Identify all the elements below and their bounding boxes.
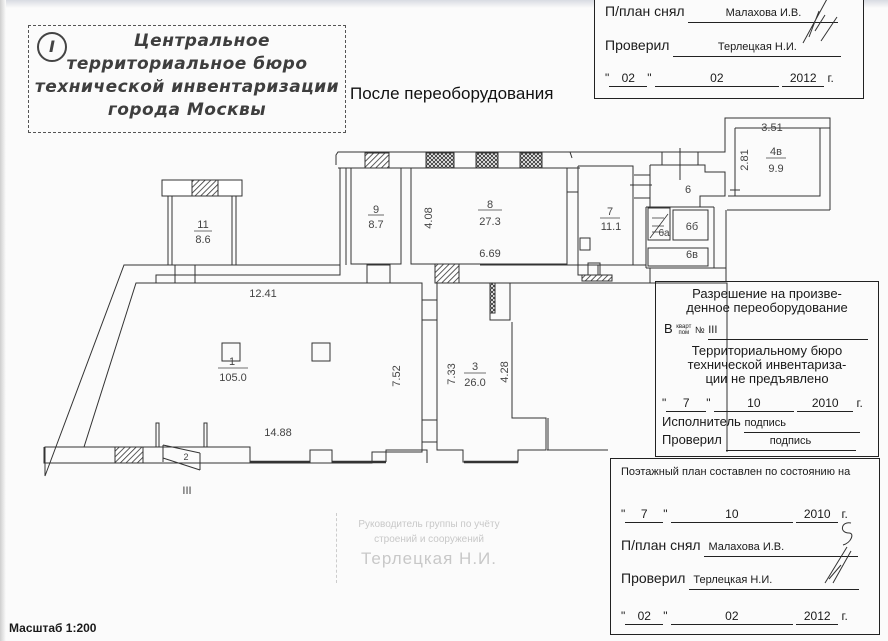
checked-row: Проверил Терлецкая Н.И. [605,37,855,57]
svg-text:7.33: 7.33 [446,363,458,384]
bottom-surveyed-by-field: Малахова И.В. [704,541,859,557]
scale-label: Масштаб 1:200 [9,621,97,635]
faint-stamp: Руководитель группы по учёту строений и … [336,513,521,583]
svg-text:3: 3 [472,361,478,373]
signature-scribble-icon [802,0,838,44]
room-11-number: 11 [197,219,208,231]
svg-text:9: 9 [373,204,379,216]
scan-left-edge [0,0,6,641]
top-signature-box: П/план снял Малахова И.В. Проверил Терле… [594,0,864,99]
svg-text:8.7: 8.7 [368,219,383,231]
plan-title: После переоборудования [350,84,554,103]
bottom-date-row: "02" 02 2012 г. [621,609,848,625]
svg-text:6: 6 [685,184,691,196]
executor-row: Исполнитель подпись [662,414,861,433]
svg-text:4в: 4в [770,146,782,158]
permit-date-row: "7" 10 2010 г. [662,396,863,412]
permit-box: Разрешение на произве- денное переоборуд… [655,281,879,457]
stamp-number-badge: I [37,32,67,62]
scan-top-edge [0,0,888,8]
svg-text:8: 8 [487,199,493,211]
org-stamp: I Центральное территориальное бюро техни… [28,25,346,133]
svg-text:7.52: 7.52 [391,365,403,386]
svg-text:7: 7 [607,206,613,218]
bottom-signature-box: Поэтажный план составлен по состоянию на… [610,458,880,635]
svg-text:9.9: 9.9 [768,163,783,175]
bottom-checked-row: Проверил Терлецкая Н.И. [621,570,871,590]
svg-text:27.3: 27.3 [479,216,500,228]
svg-text:11.1: 11.1 [601,221,622,233]
date-row: "02" 02 2012 г. [605,71,834,87]
org-name: Центральное территориальное бюро техниче… [34,31,340,120]
svg-text:III: III [182,485,191,497]
state-heading: Поэтажный план составлен по состоянию на [621,466,851,478]
svg-text:6.69: 6.69 [479,248,500,260]
svg-text:6в: 6в [686,249,698,261]
svg-text:2: 2 [183,452,188,462]
surveyed-by-field: Малахова И.В. [688,7,839,23]
svg-text:8.6: 8.6 [195,234,210,246]
svg-text:14.88: 14.88 [264,427,292,439]
bottom-surveyed-row: П/план снял Малахова И.В. [621,537,871,557]
permit-title-line-2: денное переоборудование [686,300,848,315]
unit-number-row: В кварт пом № III [664,321,869,340]
checked-by-field: Терлецкая Н.И. [673,41,842,57]
svg-text:1: 1 [229,356,235,368]
svg-text:2.81: 2.81 [739,149,751,170]
signature-scribble-icon [824,522,853,584]
permit-checked-row: Проверил подпись [662,432,856,451]
bottom-checked-by-field: Терлецкая Н.И. [689,574,860,590]
svg-text:4.28: 4.28 [499,361,511,382]
svg-text:6б: 6б [686,221,698,233]
svg-text:12.41: 12.41 [249,288,277,300]
svg-text:6а: 6а [658,228,670,239]
svg-text:4.08: 4.08 [423,207,435,228]
state-date-row: "7" 10 2010 г. [621,507,848,523]
svg-text:3.51: 3.51 [761,122,782,134]
svg-text:26.0: 26.0 [464,377,485,389]
svg-text:105.0: 105.0 [219,372,247,384]
permit-title-line-1: Разрешение на произве- [692,286,842,301]
surveyed-row: П/план снял Малахова И.В. [605,3,855,23]
